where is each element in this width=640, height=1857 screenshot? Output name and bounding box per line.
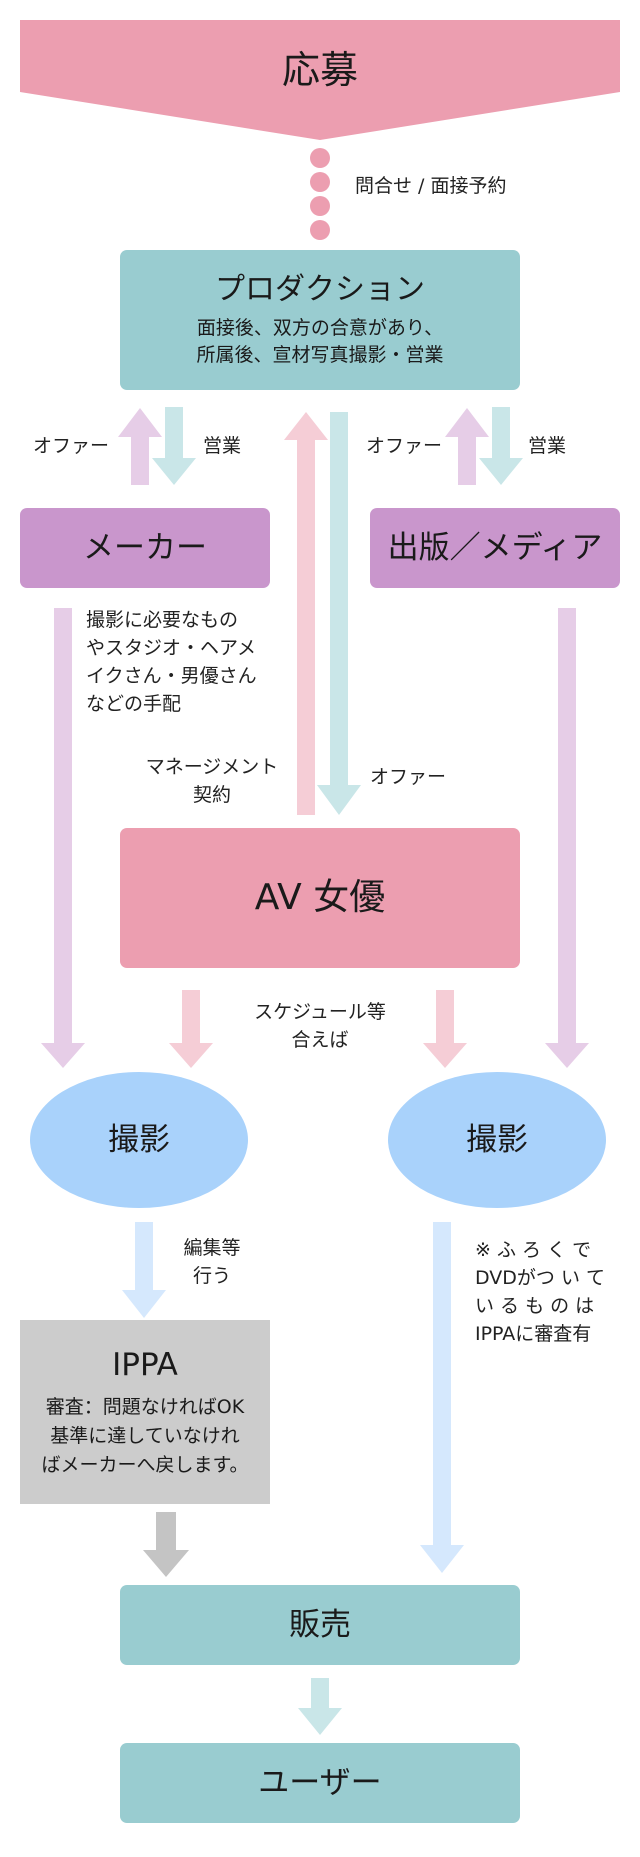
schedule-label-line2: 合えば <box>291 1029 349 1051</box>
arrow-publisher-to-shoot <box>545 608 589 1068</box>
edit-label-line2: 行う <box>192 1265 231 1287</box>
ippa-desc-line1: 審査：問題なければOK <box>45 1395 245 1418</box>
production-box: プロダクション 面接後、双方の合意があり、 所属後、宣材写真撮影・営業 <box>120 250 520 390</box>
publisher-title: 出版／メディア <box>387 530 603 566</box>
arrow-shoot-to-sales <box>420 1222 464 1573</box>
sales-title: 販売 <box>289 1607 351 1643</box>
shoot-left-ellipse: 撮影 <box>30 1072 248 1208</box>
ippa-desc-line2: 基準に達していなけれ <box>50 1424 240 1447</box>
actress-box: AV 女優 <box>120 828 520 968</box>
user-box: ユーザー <box>120 1743 520 1823</box>
note-label-line1: ※ ふ ろ く で <box>475 1239 592 1261</box>
arrow-down-sales-maker <box>152 407 196 485</box>
production-title: プロダクション <box>215 272 425 307</box>
arrow-shoot-to-ippa <box>122 1222 166 1318</box>
edit-label-line1: 編集等 <box>183 1237 241 1259</box>
inquiry-label: 問合せ / 面接予約 <box>355 175 507 197</box>
offer-label-left: オファー <box>33 435 110 457</box>
arrow-up-offer-publisher <box>445 408 489 485</box>
shoot-right-ellipse: 撮影 <box>388 1072 606 1208</box>
arrow-down-offer-actress <box>317 412 361 815</box>
maker-arrange-line2: やスタジオ・ヘアメ <box>86 637 257 659</box>
arrow-ippa-to-sales <box>143 1512 189 1577</box>
maker-arrange-line4: などの手配 <box>86 693 182 715</box>
production-desc-line2: 所属後、宣材写真撮影・営業 <box>196 344 444 366</box>
maker-box: メーカー <box>20 508 270 588</box>
note-label-line3: い る も の は <box>475 1295 595 1317</box>
note-label-line4: IPPAに審査有 <box>475 1323 592 1345</box>
ippa-desc-line3: ばメーカーへ戻します。 <box>41 1453 249 1476</box>
ippa-box: IPPA 審査：問題なければOK 基準に達していなけれ ばメーカーへ戻します。 <box>20 1320 270 1504</box>
connector-dot <box>310 172 330 192</box>
actress-title: AV 女優 <box>254 877 386 918</box>
arrow-actress-to-shoot-left <box>169 990 213 1068</box>
arrow-down-sales-publisher <box>479 407 523 485</box>
shoot-left-title: 撮影 <box>108 1122 170 1158</box>
apply-title: 応募 <box>281 48 358 92</box>
production-desc-line1: 面接後、双方の合意があり、 <box>196 317 444 339</box>
arrow-maker-to-shoot <box>41 608 85 1068</box>
management-label-line1: マネージメント <box>145 756 279 778</box>
user-title: ユーザー <box>258 1765 382 1801</box>
arrow-sales-to-user <box>298 1678 342 1735</box>
maker-arrange-line1: 撮影に必要なもの <box>86 609 239 631</box>
publisher-box: 出版／メディア <box>370 508 620 588</box>
sales-label-left: 営業 <box>203 435 242 457</box>
arrow-actress-to-shoot-right <box>423 990 467 1068</box>
arrow-up-offer-maker <box>118 408 162 485</box>
ippa-title: IPPA <box>112 1346 178 1383</box>
shoot-right-title: 撮影 <box>466 1122 528 1158</box>
note-label-line2: DVDがつ い て <box>475 1267 606 1289</box>
offer-label-right: オファー <box>366 435 443 457</box>
connector-dot <box>310 148 330 168</box>
maker-title: メーカー <box>83 530 207 566</box>
maker-arrange-line3: イクさん・男優さん <box>86 665 257 687</box>
sales-box: 販売 <box>120 1585 520 1665</box>
connector-dot <box>310 196 330 216</box>
offer-label-center: オファー <box>370 766 447 788</box>
arrow-up-management <box>284 412 328 815</box>
management-label-line2: 契約 <box>192 784 231 806</box>
schedule-label-line1: スケジュール等 <box>254 1001 386 1023</box>
connector-dot <box>310 220 330 240</box>
sales-label-right: 営業 <box>528 435 567 457</box>
